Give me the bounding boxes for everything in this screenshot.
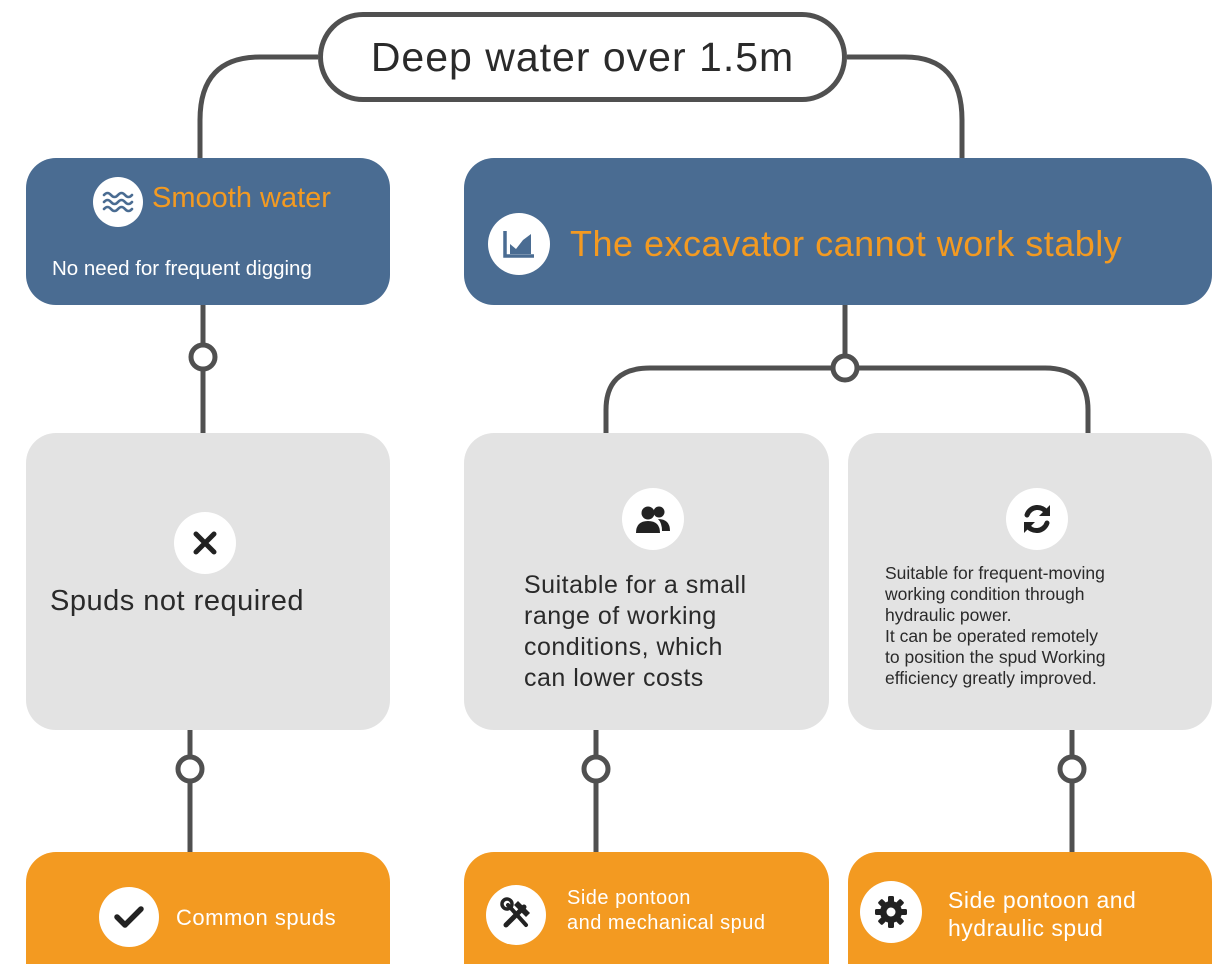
mechanical-spud-label: Side pontoon and mechanical spud: [567, 887, 766, 934]
root-to-right-connector: [847, 54, 965, 160]
checkmark-icon: [99, 887, 159, 947]
common-spuds-label: Common spuds: [176, 905, 337, 930]
waves-icon: [93, 177, 143, 227]
refresh-icon: [1006, 488, 1068, 550]
left-lower-node: [175, 754, 205, 784]
small-range-box: Suitable for a small range of working co…: [464, 433, 829, 730]
excavator-unstable-box: The excavator cannot work stably: [464, 158, 1212, 305]
small-range-text: Suitable for a small range of working co…: [524, 571, 747, 692]
smooth-water-box: Smooth water No need for frequent diggin…: [26, 158, 390, 305]
left-upper-node: [188, 342, 218, 372]
right-split-node: [830, 353, 860, 383]
area-chart-icon: [488, 213, 550, 275]
x-mark-icon: [174, 512, 236, 574]
excavator-unstable-title: The excavator cannot work stably: [570, 223, 1123, 264]
mechanical-spud-box: Side pontoon and mechanical spud: [464, 852, 829, 964]
hydraulic-spud-box: Side pontoon and hydraulic spud: [848, 852, 1212, 964]
frequent-moving-box: Suitable for frequent-moving working con…: [848, 433, 1212, 730]
middle-lower-node: [581, 754, 611, 784]
smooth-water-title: Smooth water: [152, 182, 331, 214]
common-spuds-box: Common spuds: [26, 852, 390, 964]
right-lower-node: [1057, 754, 1087, 784]
smooth-water-subtitle: No need for frequent digging: [52, 257, 312, 280]
frequent-moving-text: Suitable for frequent-moving working con…: [885, 563, 1106, 688]
spuds-not-required-box: Spuds not required: [26, 433, 390, 730]
tools-icon: [486, 885, 546, 945]
hydraulic-spud-label: Side pontoon and hydraulic spud: [948, 887, 1137, 941]
spuds-not-required-text: Spuds not required: [50, 585, 305, 617]
root-to-left-connector: [197, 54, 318, 160]
users-icon: [622, 488, 684, 550]
root-label: Deep water over 1.5m: [370, 33, 795, 80]
gear-icon: [860, 881, 922, 943]
root-node: Deep water over 1.5m: [318, 12, 847, 102]
